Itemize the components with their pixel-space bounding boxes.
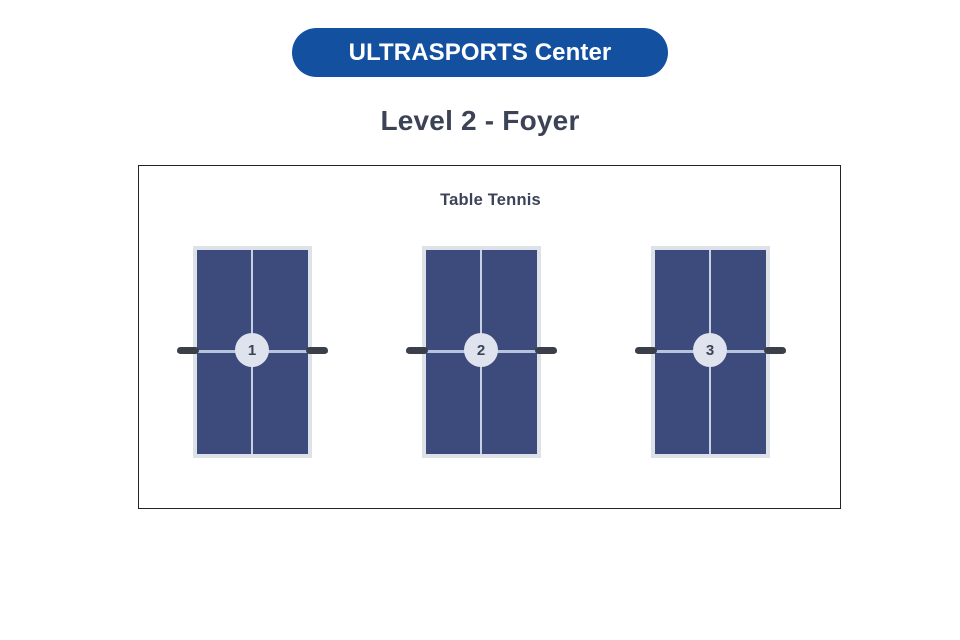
net-post-right-icon [535, 347, 557, 354]
table-number-label: 1 [247, 341, 257, 359]
floor-plan-container: Table Tennis 1 2 [138, 165, 841, 509]
table-tennis-table[interactable]: 2 [406, 246, 557, 458]
table-number-badge[interactable]: 3 [693, 333, 727, 367]
table-number-label: 2 [476, 341, 486, 359]
table-number-label: 3 [705, 341, 715, 359]
net-post-left-icon [177, 347, 199, 354]
net-post-left-icon [635, 347, 657, 354]
net-post-right-icon [306, 347, 328, 354]
table-number-badge[interactable]: 1 [235, 333, 269, 367]
level-title: Level 2 - Foyer [380, 105, 580, 136]
net-post-left-icon [406, 347, 428, 354]
net-post-right-icon [764, 347, 786, 354]
zone-label-table-tennis: Table Tennis [440, 191, 541, 209]
table-tennis-table[interactable]: 3 [635, 246, 786, 458]
venue-name-badge: ULTRASPORTS Center [292, 28, 668, 77]
table-tennis-table[interactable]: 1 [177, 246, 328, 458]
table-number-badge[interactable]: 2 [464, 333, 498, 367]
venue-name-label: ULTRASPORTS Center [348, 38, 612, 66]
